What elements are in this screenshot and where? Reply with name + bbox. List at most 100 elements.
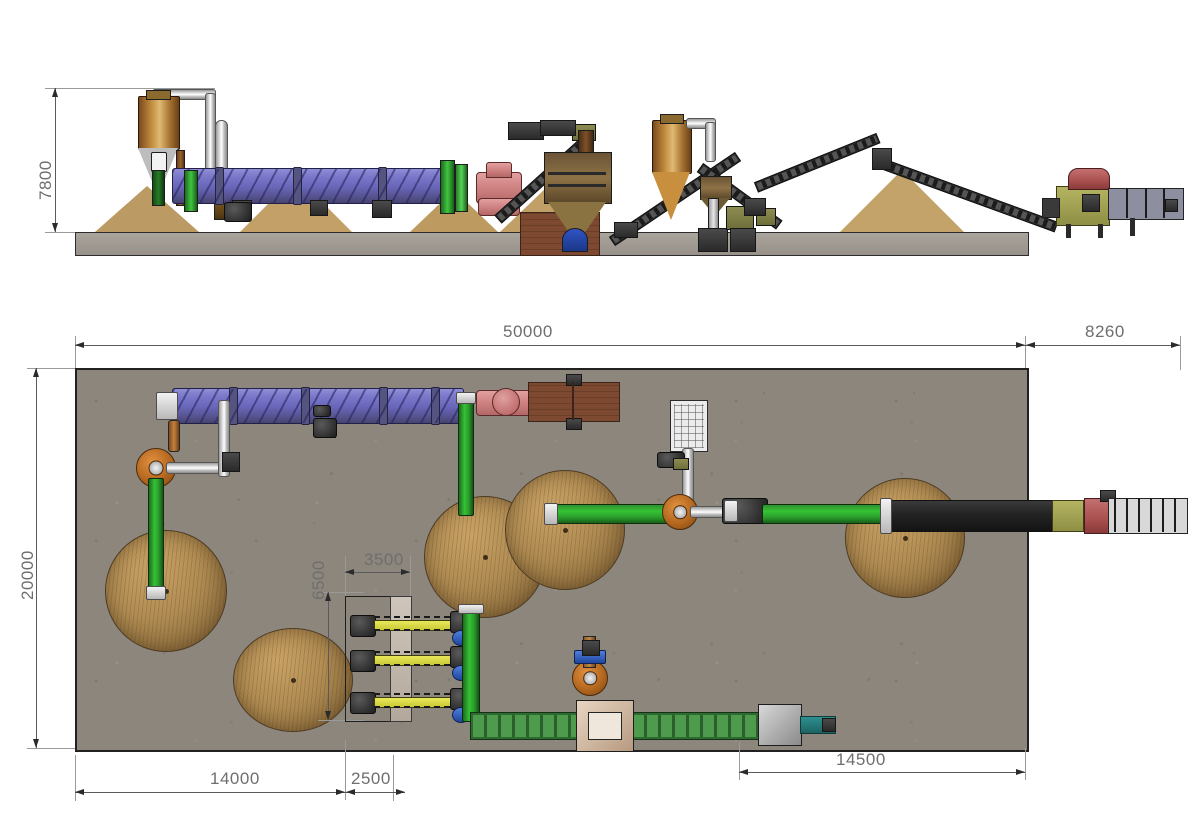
packing-rib-p6	[1174, 498, 1176, 532]
dim-line-6500	[328, 592, 329, 720]
bagging-leg-1	[1066, 224, 1071, 238]
cyclone-inspection-hatch	[151, 152, 167, 172]
silo-1-dash-top	[374, 616, 458, 618]
plan-brick-platform-clamp-top	[566, 374, 582, 386]
cyclone-separator-body	[138, 96, 180, 150]
surge-bin-inlet	[578, 130, 594, 154]
elevation-blue-blower	[562, 228, 588, 252]
cyclone-discharge-chute	[152, 170, 165, 206]
elevation-pink-duct-neck	[486, 162, 512, 178]
dim-label-14000: 14000	[210, 769, 260, 788]
dim-line-14500	[739, 772, 1025, 773]
dim-label-8260: 8260	[1085, 322, 1125, 341]
plan-transfer-conveyor	[548, 504, 672, 524]
screen-deck-line-2	[548, 184, 606, 187]
dim-line-20000	[36, 368, 37, 748]
packing-rib-p1	[1114, 498, 1116, 532]
dim-line-50000	[75, 345, 1025, 346]
dim-ext-6500-top	[318, 592, 364, 593]
dim-arrow-6500-top	[324, 592, 331, 601]
packing-rib-p3	[1138, 498, 1140, 532]
plan-bagging-machine	[1052, 500, 1084, 532]
plan-packing-belt-right	[630, 712, 762, 740]
dim-label-14500: 14500	[836, 750, 886, 769]
dim-line-14000	[75, 792, 345, 793]
bagging-leg-2	[1098, 224, 1103, 238]
plan-drum-end-cap	[156, 392, 178, 420]
dim-label-7800: 7800	[36, 160, 55, 200]
dim-arrow-8260-left	[1026, 341, 1035, 348]
plan-drum-support	[313, 405, 331, 417]
dim-ext-3500-left	[345, 556, 346, 596]
plan-silo-collector-conveyor	[462, 608, 480, 722]
dim-ext-6500-bottom	[318, 720, 364, 721]
drum-drive-unit-3	[372, 200, 392, 218]
plan-stacker-drive-cap	[724, 500, 738, 522]
drum-gearbox	[224, 202, 252, 222]
plan-bagger-motor	[582, 640, 600, 656]
bucket-elevator-chute	[540, 120, 576, 136]
dim-arrow-50000-right	[1016, 341, 1025, 348]
dim-arrow-6500-bottom	[324, 711, 331, 720]
plan-stockpile-2	[233, 628, 353, 732]
silo-2-base	[350, 650, 376, 672]
plan-discharge-conveyor-head	[456, 392, 476, 404]
dim-ext-20000-bottom	[27, 748, 75, 749]
dim-arrow-7800-bottom	[51, 223, 58, 232]
secondary-cyclone-cap	[660, 114, 684, 124]
plan-brick-platform-clamp-bottom	[566, 418, 582, 430]
dim-ext-14000-right	[345, 740, 346, 800]
plan-drum-gearbox	[313, 418, 337, 438]
elevation-mixer-hopper	[700, 176, 732, 200]
dim-arrow-50000-left	[75, 341, 84, 348]
plan-brick-platform-divider	[572, 382, 574, 420]
dim-line-2500	[345, 792, 405, 793]
silo-3-dash-bottom	[374, 706, 458, 708]
burner-feed-chute	[184, 170, 198, 212]
secondary-cyclone-cone	[652, 172, 690, 220]
plan-stockpile-1	[105, 530, 227, 652]
drum-discharge-chute	[440, 160, 455, 214]
elevation-bagging-hood	[1068, 168, 1110, 190]
silo-3-base	[350, 692, 376, 714]
plan-bagging-station-inner	[588, 712, 622, 740]
dim-arrow-14000-left	[75, 788, 84, 795]
plan-feed-conveyor-1	[148, 478, 164, 590]
plan-belt-discharge-chute	[758, 704, 802, 746]
stacker-conveyor-2-head	[872, 148, 892, 170]
packing-conveyor-rib-1	[1126, 188, 1128, 218]
dim-ext-14500-right	[1025, 748, 1026, 780]
plan-feed-drive	[222, 452, 240, 472]
plan-discharge-conveyor	[882, 500, 1066, 532]
dim-line-3500	[345, 572, 410, 573]
silo-2-dash-bottom	[374, 664, 458, 666]
drum-drive-unit-2	[310, 200, 328, 216]
secondary-cyclone-body	[652, 120, 692, 174]
dim-arrow-14500-left	[739, 768, 748, 775]
silo-2-dash-top	[374, 651, 458, 653]
plan-drum-feed-elbow	[168, 420, 180, 452]
plan-brick-platform	[528, 382, 620, 422]
plan-feed-conveyor-1-head	[146, 586, 166, 600]
dim-arrow-14000-right	[336, 788, 345, 795]
plan-screen-deck	[670, 400, 708, 452]
dim-ext-14500-left	[739, 742, 740, 780]
dim-label-50000: 50000	[503, 322, 553, 341]
stacker-conveyor-1-tail	[744, 198, 766, 216]
dim-ext-7800-bottom	[45, 232, 90, 233]
silo-3-dash-top	[374, 693, 458, 695]
dim-line-7800	[55, 88, 56, 232]
dim-ext-14000-left	[75, 755, 76, 801]
plan-transfer-conveyor-tail	[544, 503, 558, 525]
elevation-bagging-infeed	[1042, 198, 1060, 218]
plan-stockpile-5	[845, 478, 965, 598]
plan-stockpile-4	[505, 470, 625, 590]
plan-belt-end-motor	[822, 718, 836, 732]
dim-ext-8260-right	[1180, 336, 1181, 370]
packing-rib-p4	[1150, 498, 1152, 532]
plan-stacker-conveyor	[762, 504, 892, 524]
dim-arrow-20000-top	[32, 368, 39, 377]
plan-pink-duct-flange	[492, 388, 520, 416]
dim-label-3500: 3500	[364, 550, 404, 569]
plan-packing-conveyor	[1108, 498, 1188, 534]
